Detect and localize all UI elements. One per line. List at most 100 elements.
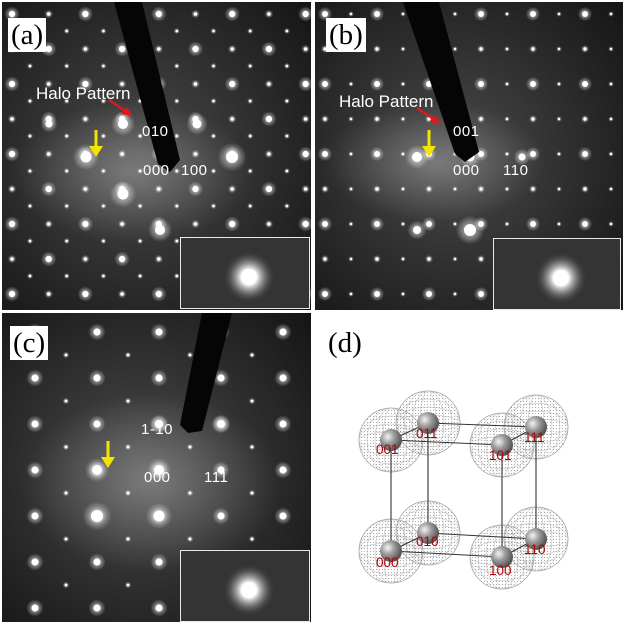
diffraction-spot — [303, 117, 308, 121]
diffraction-spot — [188, 537, 192, 541]
diffraction-spot — [102, 274, 105, 278]
diffraction-spot — [82, 290, 89, 298]
diffraction-spot — [65, 274, 68, 278]
diffraction-spot — [479, 187, 483, 191]
diffraction-spot — [303, 187, 308, 191]
diffraction-spot — [323, 187, 327, 191]
diffraction-spot — [375, 187, 379, 191]
diffraction-spot — [557, 47, 561, 51]
diffraction-spot — [582, 151, 588, 157]
diffraction-spot — [31, 374, 39, 382]
halo-pattern-label-b: Halo Pattern — [339, 92, 434, 111]
panel-label-c: (c) — [10, 326, 49, 360]
diffraction-spot — [349, 82, 353, 86]
diffraction-spot — [531, 187, 535, 191]
beam-stopper — [180, 313, 232, 433]
diffraction-spot — [583, 47, 587, 51]
lattice-point-sphere — [525, 416, 547, 438]
diffraction-spot — [212, 64, 215, 68]
lattice-label-100: 100 — [489, 563, 512, 578]
diffraction-spot — [64, 491, 68, 495]
diffraction-spot — [464, 224, 476, 236]
diffraction-spot — [138, 239, 142, 243]
diffraction-spot — [285, 134, 289, 138]
diffraction-spot — [155, 290, 162, 298]
diffraction-spot — [401, 292, 405, 296]
diffraction-panel-c: (c) 1-10 000 111 — [2, 313, 311, 622]
diffraction-spot — [64, 353, 68, 357]
diffraction-spot — [453, 222, 457, 226]
diffraction-spot — [118, 119, 128, 129]
diffraction-spot — [102, 64, 105, 68]
diffraction-spot — [229, 220, 236, 228]
diffraction-spot — [349, 292, 353, 296]
diffraction-spot — [212, 99, 215, 103]
diffraction-spot — [609, 12, 613, 16]
diffraction-spot — [413, 226, 421, 234]
diffraction-spot — [323, 117, 327, 121]
diffraction-spot — [609, 82, 613, 86]
cube-edge — [390, 550, 503, 558]
diffraction-spot — [478, 291, 484, 297]
diffraction-spot — [453, 292, 457, 296]
diffraction-panel-b: (b) Halo Pattern 001 000 110 — [315, 2, 623, 310]
diffraction-spot — [65, 204, 68, 208]
diffraction-spot — [265, 45, 273, 53]
diffraction-spot — [401, 82, 405, 86]
diffraction-spot — [302, 80, 309, 88]
diffraction-spot — [45, 185, 52, 193]
diffraction-spot — [557, 82, 561, 86]
diffraction-spot — [279, 420, 287, 428]
diffraction-spot — [64, 445, 68, 449]
diffraction-spot — [557, 187, 561, 191]
diffraction-spot — [285, 29, 289, 33]
inset-magnified-spot-c — [180, 550, 310, 622]
diffraction-spot — [193, 152, 198, 156]
diffraction-spot — [8, 220, 16, 228]
panel-label-b: (b) — [326, 18, 366, 52]
yellow-arrow-a — [89, 130, 103, 157]
index-label-010: 010 — [142, 123, 169, 140]
diffraction-spot — [478, 81, 484, 87]
lattice-point-sphere — [380, 429, 402, 451]
diffraction-spot — [193, 12, 198, 16]
diffraction-spot — [375, 47, 379, 51]
index-label-000: 000 — [143, 162, 170, 179]
diffraction-spot — [322, 291, 328, 297]
diffraction-spot — [118, 45, 126, 53]
diffraction-spot — [374, 221, 380, 227]
diffraction-spot — [31, 604, 39, 612]
diffraction-spot — [175, 134, 179, 138]
halo-glow — [22, 393, 282, 573]
diffraction-spot — [83, 187, 88, 191]
diffraction-spot — [126, 537, 130, 541]
lattice-label-001: 001 — [376, 442, 399, 457]
diffraction-spot — [120, 82, 124, 86]
diffraction-spot — [518, 153, 526, 161]
diffraction-spot — [279, 328, 287, 336]
inset-magnified-spot-b — [493, 238, 621, 310]
diffraction-spot — [479, 257, 483, 261]
cube-edge — [427, 422, 537, 428]
diffraction-spot — [188, 491, 192, 495]
diffraction-spot — [505, 187, 509, 191]
lattice-point-sphere — [491, 546, 513, 568]
beam-stopper — [403, 2, 479, 162]
diffraction-spot — [120, 222, 124, 226]
diffraction-spot — [374, 81, 380, 87]
diffraction-spot — [285, 169, 289, 173]
diffraction-spot — [505, 82, 509, 86]
diffraction-spot — [401, 187, 405, 191]
diffraction-spot — [427, 187, 431, 191]
diffraction-spot — [93, 374, 101, 382]
diffraction-spot — [92, 465, 102, 475]
diffraction-spot — [10, 257, 14, 261]
diffraction-spot — [322, 151, 328, 157]
halo-glow — [325, 102, 545, 222]
diffraction-spot — [212, 204, 215, 208]
diffraction-spot — [531, 117, 535, 121]
diffraction-spot — [217, 420, 225, 428]
diffraction-spot — [102, 239, 105, 243]
diffraction-spot — [188, 353, 192, 357]
diffraction-spot — [531, 47, 535, 51]
